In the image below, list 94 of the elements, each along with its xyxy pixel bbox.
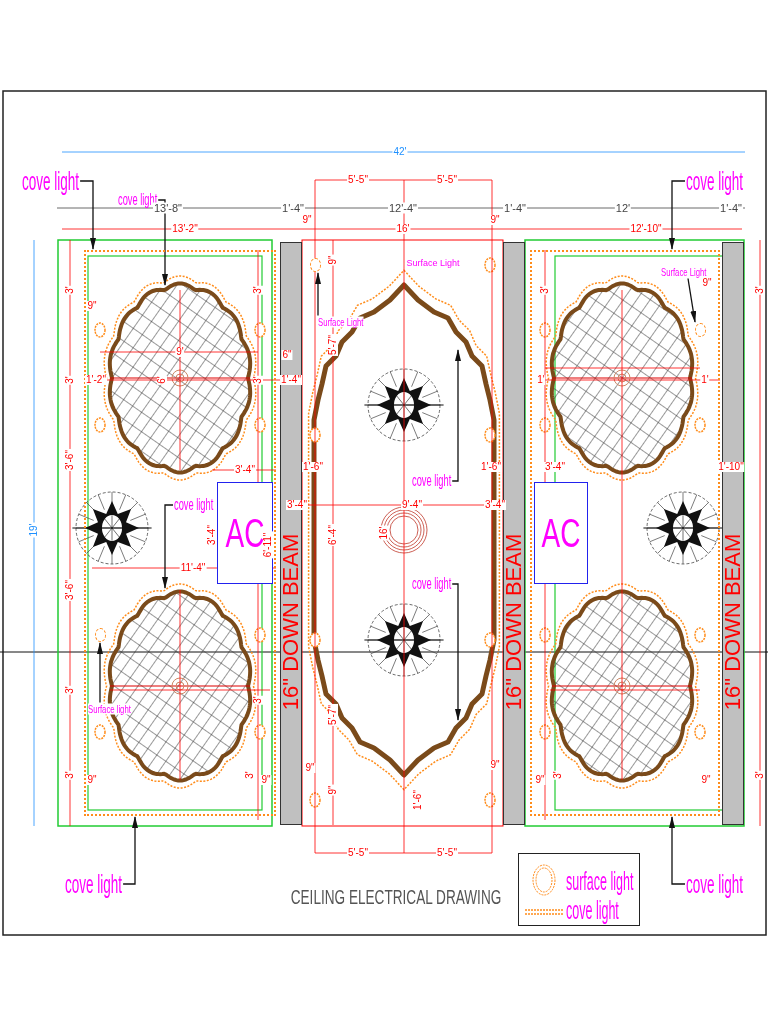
cove-light-strip xyxy=(530,250,720,816)
dimension-label: 13'-2" xyxy=(171,224,199,234)
callout-label: Surface light xyxy=(88,703,131,715)
dimension-label: 3'-4" xyxy=(484,500,506,510)
dimension-label: 42' xyxy=(392,147,408,157)
dimension-label: 9' xyxy=(175,347,185,357)
dimension-label: 19' xyxy=(29,522,39,538)
leader-line xyxy=(451,349,461,482)
dimension-label: 5'-5" xyxy=(347,848,369,858)
dimension-label: 12'-10" xyxy=(629,224,663,234)
dimension-label: 5'-5" xyxy=(436,175,458,185)
surface-light-fixture xyxy=(310,258,321,272)
dimension-label: 3' xyxy=(245,770,255,780)
dimension-label: 3' xyxy=(540,285,550,295)
dimension-label: 1'-6" xyxy=(413,789,423,811)
callout-label: cove light xyxy=(22,168,80,194)
dimension-label: 3' xyxy=(755,285,765,295)
callout-label: cove light xyxy=(412,473,452,489)
dimension-label: 9" xyxy=(260,775,272,785)
dimension-label: 1'-4" xyxy=(719,202,743,214)
dimension-label: 3' xyxy=(253,695,263,705)
dimension-label: 3' xyxy=(755,770,765,780)
dimension-label: 12' xyxy=(614,202,632,214)
dimension-label: 9" xyxy=(700,775,712,785)
leader-line xyxy=(451,583,461,721)
dimension-label: 1'-10" xyxy=(717,462,745,472)
dimension-label: 3'-6" xyxy=(65,579,75,601)
surface-light-fixture xyxy=(695,323,706,337)
callout-label: cove light xyxy=(65,871,123,897)
dimension-label: 6'-4" xyxy=(328,524,338,546)
leader-line xyxy=(122,816,138,885)
callout-label: cove light xyxy=(686,168,744,194)
dimension-label: 5'-7" xyxy=(328,704,338,726)
dimension-label: 5'-5" xyxy=(347,175,369,185)
legend-label: cove light xyxy=(566,897,619,923)
dimension-label: 5'-5" xyxy=(436,848,458,858)
beam-label: 16" DOWN BEAM xyxy=(280,533,302,711)
callout-label: Surface Light xyxy=(318,316,364,328)
dimension-label: 9" xyxy=(301,215,313,225)
dimension-label: 16' xyxy=(379,525,389,541)
dimension-label: 9'-4" xyxy=(401,500,423,510)
dimension-label: 9" xyxy=(328,254,338,266)
dimension-label: 1'-4" xyxy=(281,202,305,214)
surface-light-fixture xyxy=(95,628,106,642)
dimension-label: 9" xyxy=(489,215,501,225)
dimension-label: 3' xyxy=(65,285,75,295)
dimension-label: 6' xyxy=(157,375,167,385)
ac-unit-box xyxy=(534,482,588,584)
leader-line xyxy=(669,180,686,250)
callout-label: cove light xyxy=(412,576,452,592)
beam-label: 16" DOWN BEAM xyxy=(503,533,525,711)
dimension-label: 3' xyxy=(65,375,75,385)
leader-line xyxy=(79,180,96,250)
dimension-label: 6" xyxy=(281,350,293,360)
dimension-label: 9" xyxy=(86,301,98,311)
dimension-label: 1'-2" xyxy=(85,375,107,385)
leader-line xyxy=(97,642,103,704)
dimension-label: 11'-4" xyxy=(179,563,207,573)
leader-line xyxy=(669,816,686,885)
dimension-label: 12'-4" xyxy=(388,202,418,214)
ac-label: AC xyxy=(541,513,581,553)
dimension-label: 3'-4" xyxy=(544,462,566,472)
dimension-label: 9" xyxy=(86,775,98,785)
dimension-label: 1'-4" xyxy=(503,202,527,214)
callout-label: Surface Light xyxy=(661,266,707,278)
dimension-label: 1' xyxy=(700,375,710,385)
dimension-label: 3'-4" xyxy=(286,500,308,510)
beam-label: 16" DOWN BEAM xyxy=(722,533,744,711)
ac-unit-box xyxy=(217,482,273,584)
dimension-label: 3' xyxy=(65,685,75,695)
dimension-label: 3' xyxy=(253,285,263,295)
callout-label: Surface Light xyxy=(405,258,461,268)
dimension-label: 9" xyxy=(328,784,338,796)
dimension-label: 3' xyxy=(253,375,263,385)
dimension-label: 1'-4" xyxy=(280,375,302,385)
callout-label: cove light xyxy=(686,871,744,897)
dimension-label: 9" xyxy=(701,278,713,288)
leader-line xyxy=(687,277,697,323)
dimension-label: 3'-4" xyxy=(234,465,256,475)
dimension-label: 6'-11" xyxy=(263,531,273,559)
dimension-label: 5'-7" xyxy=(328,334,338,356)
drawing-title: CEILING ELECTRICAL DRAWING xyxy=(290,887,502,907)
dimension-label: 3' xyxy=(553,770,563,780)
leader-line xyxy=(315,272,321,317)
leader-line xyxy=(157,199,168,286)
leader-line xyxy=(162,504,174,589)
callout-label: cove light xyxy=(174,497,214,513)
dimension-label: 1' xyxy=(536,375,546,385)
dimension-label: 3'-6" xyxy=(65,449,75,471)
dimension-label: 9" xyxy=(534,775,546,785)
dimension-label: 16' xyxy=(395,224,411,234)
legend-label: surface light xyxy=(566,868,634,894)
dimension-label: 3' xyxy=(65,770,75,780)
down-beam xyxy=(503,242,525,825)
